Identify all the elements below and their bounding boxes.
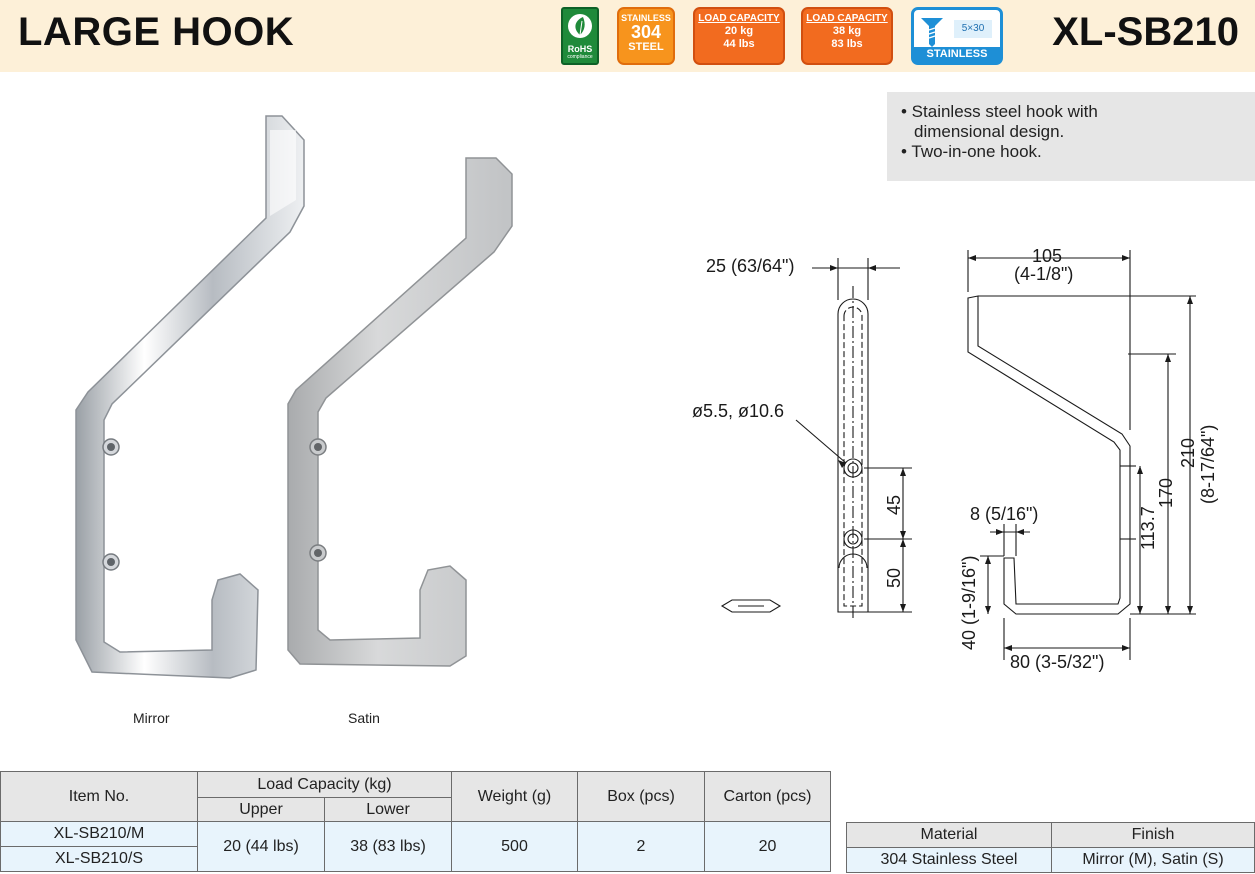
feature-line: • Stainless steel hook with: [901, 102, 1098, 121]
load-capacity-upper-badge: LOAD CAPACITY 20 kg 44 lbs: [693, 7, 785, 65]
load-badge-title: LOAD CAPACITY: [698, 13, 780, 24]
dim-lower-depth: 80 (3-5/32"): [1010, 652, 1104, 672]
weight-cell: 500: [451, 821, 578, 872]
steel-badge-line1: STAINLESS: [621, 13, 671, 23]
product-title: LARGE HOOK: [18, 10, 295, 54]
load-badge-kg: 38 kg: [832, 25, 862, 37]
rohs-badge: RoHS compliance: [561, 7, 599, 65]
lower-capacity-cell: 38 (83 lbs): [324, 821, 452, 872]
header-weight: Weight (g): [451, 771, 578, 822]
spec-table: Item No. Load Capacity (kg) Weight (g) B…: [0, 771, 831, 872]
header-box: Box (pcs): [577, 771, 705, 822]
features-box: • Stainless steel hook with dimensional …: [887, 92, 1255, 181]
load-badge-lbs: 44 lbs: [723, 38, 755, 50]
header-material: Material: [846, 822, 1052, 848]
header-band: LARGE HOOK RoHS compliance STAINLESS 304…: [0, 0, 1255, 72]
dim-height-total-in: (8-17/64"): [1198, 425, 1218, 504]
stainless-304-badge: STAINLESS 304 STEEL: [617, 7, 675, 65]
screw-icon: [921, 18, 943, 47]
rohs-sub: compliance: [567, 54, 593, 60]
material-table: Material Finish 304 Stainless Steel Mirr…: [846, 822, 1255, 873]
header-carton: Carton (pcs): [704, 771, 831, 822]
finish-cell: Mirror (M), Satin (S): [1051, 847, 1255, 873]
mount-hole-lower: [843, 529, 863, 549]
mirror-caption: Mirror: [133, 710, 170, 726]
mount-hole-upper: [843, 458, 863, 478]
dim-height-total: 210: [1178, 438, 1198, 468]
dim-height-upper: 170: [1156, 478, 1176, 508]
dim-hole: ø5.5, ø10.6: [692, 401, 784, 421]
dim-height-mid: 113.7: [1138, 506, 1158, 550]
rohs-label: RoHS: [567, 44, 593, 54]
steel-badge-line3: STEEL: [628, 41, 664, 53]
screw-size: 5×30: [954, 20, 992, 38]
screw-badge: 5×30 STAINLESS: [911, 7, 1003, 65]
dim-lip-height: 40 (1-9/16"): [959, 556, 979, 650]
item-no-cell: XL-SB210/M: [0, 821, 198, 847]
feature-line: dimensional design.: [914, 122, 1065, 141]
header-finish: Finish: [1051, 822, 1255, 848]
dim-depth: 105: [1032, 246, 1062, 266]
load-badge-title: LOAD CAPACITY: [806, 13, 888, 24]
front-view-outline: [837, 298, 869, 613]
feature-line: • Two-in-one hook.: [901, 142, 1042, 161]
item-no-cell: XL-SB210/S: [0, 846, 198, 872]
header-item-no: Item No.: [0, 771, 198, 822]
header-upper: Upper: [197, 797, 325, 822]
side-view-outline: [967, 295, 1131, 615]
upper-capacity-cell: 20 (44 lbs): [197, 821, 325, 872]
dim-lip: 8 (5/16"): [970, 504, 1038, 524]
dim-bottom: 50: [884, 568, 904, 588]
box-cell: 2: [577, 821, 705, 872]
load-capacity-lower-badge: LOAD CAPACITY 38 kg 83 lbs: [801, 7, 893, 65]
material-cell: 304 Stainless Steel: [846, 847, 1052, 873]
dim-depth-in: (4-1/8"): [1014, 264, 1073, 284]
model-number: XL-SB210: [1052, 10, 1239, 54]
satin-caption: Satin: [348, 710, 380, 726]
leaf-icon: [568, 14, 592, 38]
header-load-capacity: Load Capacity (kg): [197, 771, 452, 798]
load-badge-lbs: 83 lbs: [831, 38, 863, 50]
header-lower: Lower: [324, 797, 452, 822]
steel-badge-grade: 304: [630, 22, 662, 42]
carton-cell: 20: [704, 821, 831, 872]
load-badge-kg: 20 kg: [724, 25, 754, 37]
screw-label: STAINLESS: [914, 47, 1000, 62]
dim-width: 25 (63/64"): [706, 256, 794, 276]
dim-pitch: 45: [884, 495, 904, 515]
